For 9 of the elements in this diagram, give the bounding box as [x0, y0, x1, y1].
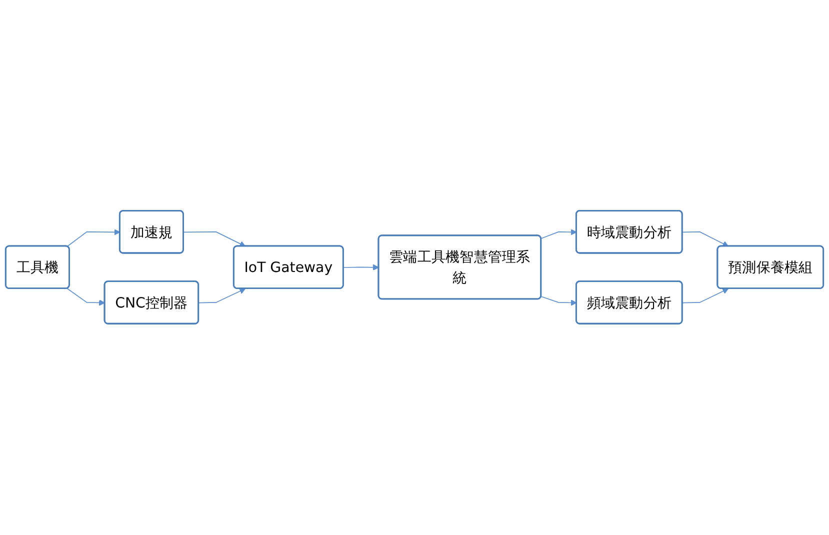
arrow — [682, 288, 729, 304]
arrow — [682, 232, 729, 247]
arrow — [343, 264, 380, 271]
arrow — [540, 229, 577, 240]
arrow — [198, 288, 246, 304]
arrow — [540, 296, 577, 306]
arrow — [66, 229, 120, 248]
arrow — [66, 288, 106, 306]
arrow — [183, 232, 246, 247]
